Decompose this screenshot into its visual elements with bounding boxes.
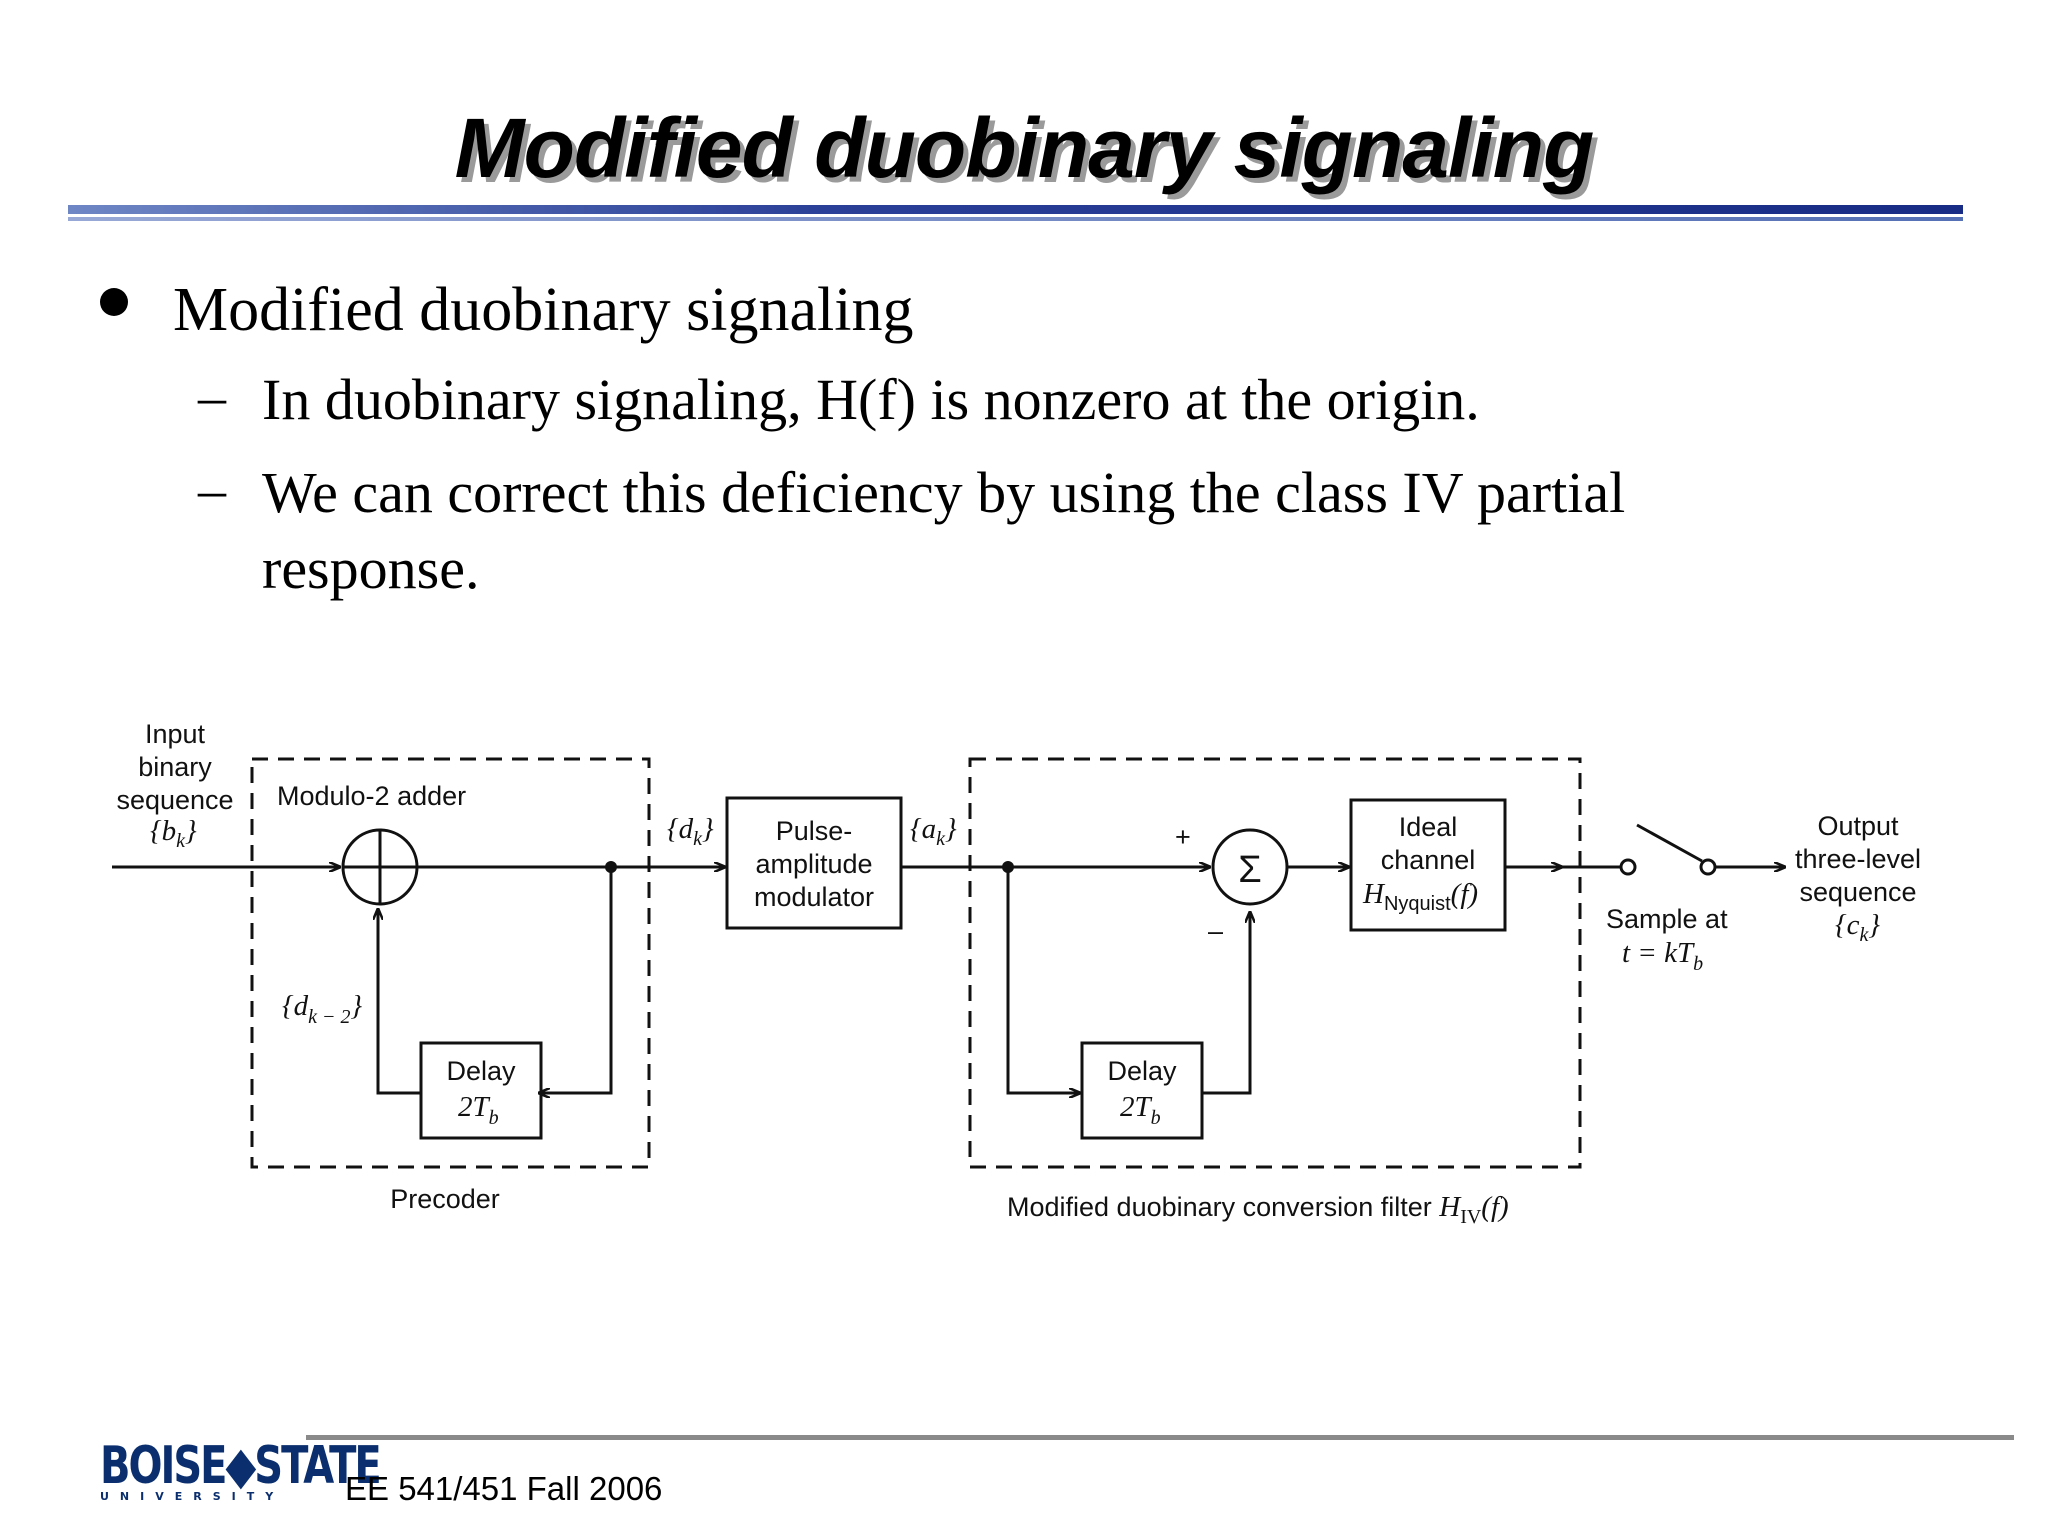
output-label: sequence <box>1799 877 1916 907</box>
bullet-icon <box>100 288 128 316</box>
sub-bullet-text: In duobinary signaling, H(f) is nonzero … <box>262 367 1480 432</box>
title-divider <box>68 205 1963 214</box>
channel-label: channel <box>1381 845 1476 875</box>
sigma-symbol: Σ <box>1238 849 1262 891</box>
ak-symbol: {ak} <box>910 813 957 850</box>
branch-node-filter <box>1002 861 1014 873</box>
output-symbol: {ck} <box>1835 909 1880 946</box>
minus-sign: – <box>1208 916 1223 946</box>
conversion-filter-box <box>968 757 1582 1169</box>
filter-label: Modified duobinary conversion filter HIV… <box>1007 1191 1509 1228</box>
branch-node-precoder <box>605 861 617 873</box>
filter-delay-block <box>1080 1041 1204 1140</box>
input-label: binary <box>138 752 212 782</box>
precoder-box <box>250 757 651 1169</box>
output-label: Output <box>1817 811 1899 841</box>
pam-label: modulator <box>754 882 874 912</box>
university-logo: BOISE◆STATE UNIVERSITY <box>100 1436 382 1503</box>
sampler-contact-out <box>1699 858 1717 876</box>
sample-equation: t = kTb <box>1622 937 1703 975</box>
pam-block <box>725 796 903 930</box>
dk2-symbol: {dk − 2} <box>282 990 362 1028</box>
ideal-channel-block <box>1349 798 1507 932</box>
precoder-delay-value: 2Tb <box>458 1091 499 1129</box>
pam-label: Pulse- <box>776 816 853 846</box>
pam-label: amplitude <box>755 849 872 879</box>
adder-label: Modulo-2 adder <box>277 781 466 811</box>
precoder-label: Precoder <box>390 1184 500 1214</box>
input-symbol: {bk} <box>150 815 197 852</box>
sub-bullet-text: We can correct this deficiency by using … <box>262 460 1626 525</box>
bullet-text: Modified duobinary signaling <box>173 276 914 344</box>
precoder-delay-block <box>419 1041 543 1140</box>
filter-delay-label: Delay <box>1107 1056 1177 1086</box>
dk-symbol: {dk} <box>667 813 714 850</box>
logo-subtext: UNIVERSITY <box>100 1490 285 1503</box>
output-label: three-level <box>1795 844 1921 874</box>
sampler-contact-in <box>1619 858 1637 876</box>
sampler-switch <box>1636 823 1703 863</box>
sample-label: Sample at <box>1606 904 1728 934</box>
title-divider-thin <box>68 217 1963 221</box>
sub-bullet-dash: – <box>198 366 226 428</box>
channel-symbol: HNyquist(f) <box>1362 878 1478 915</box>
sub-bullet-text-continued: response. <box>262 536 480 601</box>
course-label: EE 541/451 Fall 2006 <box>345 1470 663 1507</box>
channel-label: Ideal <box>1399 812 1458 842</box>
precoder-delay-label: Delay <box>446 1056 516 1086</box>
input-label: Input <box>145 719 206 749</box>
sub-bullet-dash: – <box>198 459 226 521</box>
input-label: sequence <box>116 785 233 815</box>
logo-wordmark: BOISE◆STATE <box>100 1436 382 1496</box>
footer-divider <box>306 1435 2014 1440</box>
slide-title: Modified duobinary signaling <box>454 101 1595 195</box>
filter-delay-value: 2Tb <box>1120 1091 1161 1129</box>
plus-sign: + <box>1175 822 1191 852</box>
